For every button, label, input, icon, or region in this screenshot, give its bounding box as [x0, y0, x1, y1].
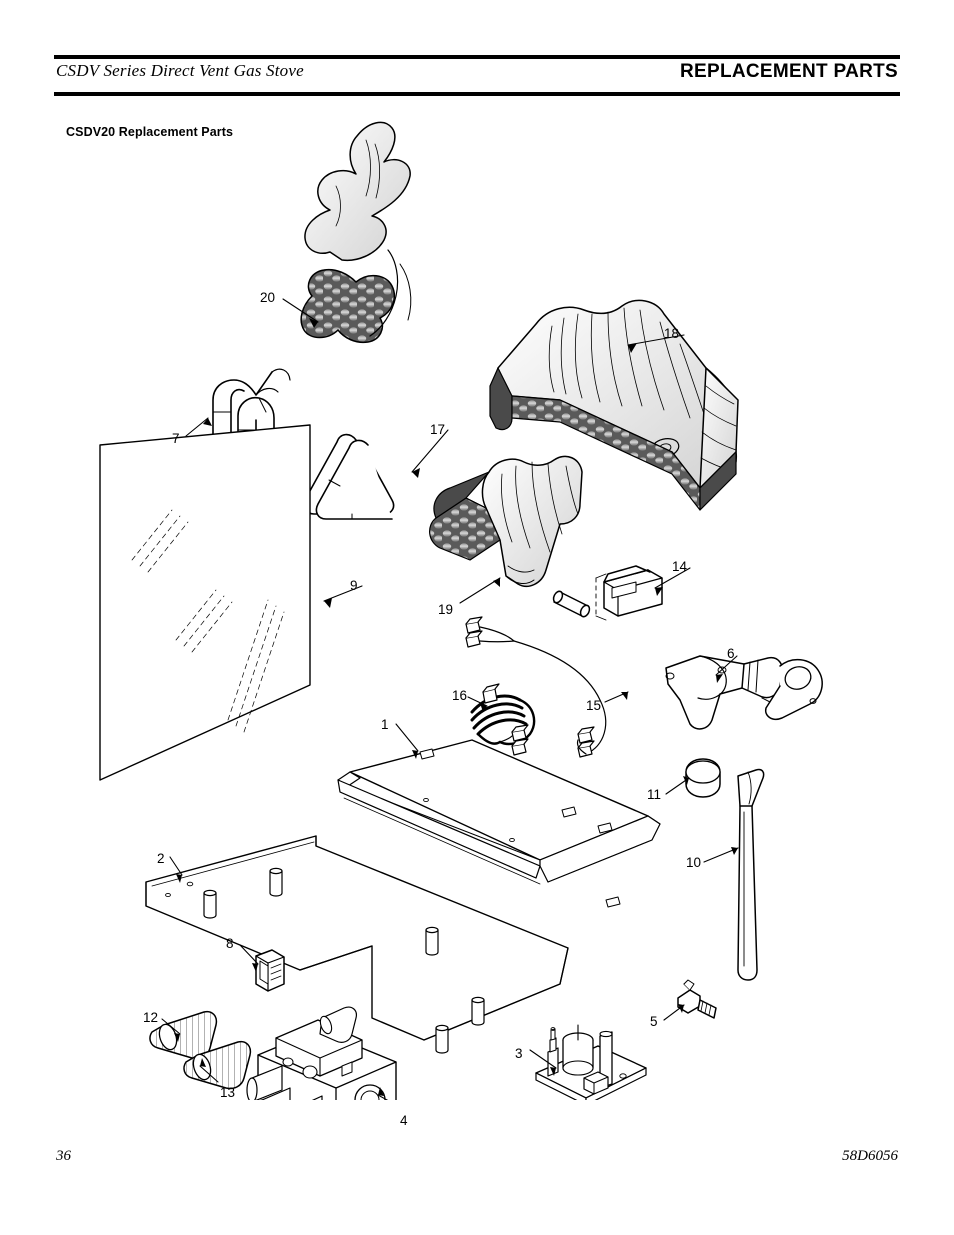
callout-12: 12	[143, 1010, 159, 1025]
callout-3: 3	[515, 1046, 523, 1061]
callout-5: 5	[650, 1014, 658, 1029]
part-5-orifice-fitting	[677, 979, 717, 1019]
callout-9: 9	[350, 578, 358, 593]
callout-20: 20	[260, 290, 276, 305]
part-9-glass-panel	[99, 424, 311, 781]
callout-13: 13	[220, 1085, 236, 1100]
page-header: CSDV Series Direct Vent Gas Stove REPLAC…	[54, 55, 900, 96]
part-16-ignitor-coil-wire	[470, 683, 536, 756]
manual-title: CSDV Series Direct Vent Gas Stove	[56, 61, 304, 80]
callout-7: 7	[172, 431, 180, 446]
part-11-knob-cap	[685, 758, 721, 798]
part-10-ash-tool	[737, 768, 765, 981]
callout-17: 17	[430, 422, 446, 437]
callout-6: 6	[727, 646, 735, 661]
part-20-ember-log	[300, 121, 412, 344]
callout-4: 4	[400, 1113, 408, 1128]
callout-1: 1	[381, 717, 389, 732]
callout-16: 16	[452, 688, 468, 703]
part-19-front-log	[429, 455, 583, 588]
callout-14: 14	[672, 559, 688, 574]
header-rule-bottom	[54, 92, 900, 96]
part-14-battery-holder	[552, 565, 663, 621]
part-15-wiring-harness	[465, 616, 607, 758]
callout-18: 18	[664, 326, 680, 341]
page-footer: 36 58D6056	[54, 1148, 900, 1170]
part-18-rear-log	[489, 299, 739, 511]
callout-11: 11	[647, 787, 662, 802]
part-6-blower-housing	[665, 655, 823, 730]
parts-illustration	[99, 121, 823, 1100]
callout-19: 19	[438, 602, 454, 617]
part-8-rocker-switch	[255, 949, 285, 992]
part-2-base-pan	[145, 835, 569, 1054]
part-4-gas-valve	[246, 1006, 397, 1100]
callout-2: 2	[157, 851, 165, 866]
callout-10: 10	[686, 855, 702, 870]
part-1-burner-box-top	[337, 739, 661, 908]
part-3-pilot-assembly	[535, 1024, 647, 1100]
page-number: 36	[56, 1148, 71, 1164]
exploded-parts-diagram: 1 2 3 4 5 6 7 8 9 10 11 12 13 14 15 16 1…	[0, 100, 954, 1128]
section-heading: REPLACEMENT PARTS	[680, 61, 898, 82]
part-13-filter-sleeve-lower	[183, 1040, 252, 1090]
part-17-log-support-rod	[303, 433, 395, 520]
header-rule-top	[54, 55, 900, 59]
callout-8: 8	[226, 936, 234, 951]
callout-15: 15	[586, 698, 602, 713]
document-code: 58D6056	[842, 1148, 898, 1164]
page-title: CSDV20 Replacement Parts	[66, 125, 234, 139]
